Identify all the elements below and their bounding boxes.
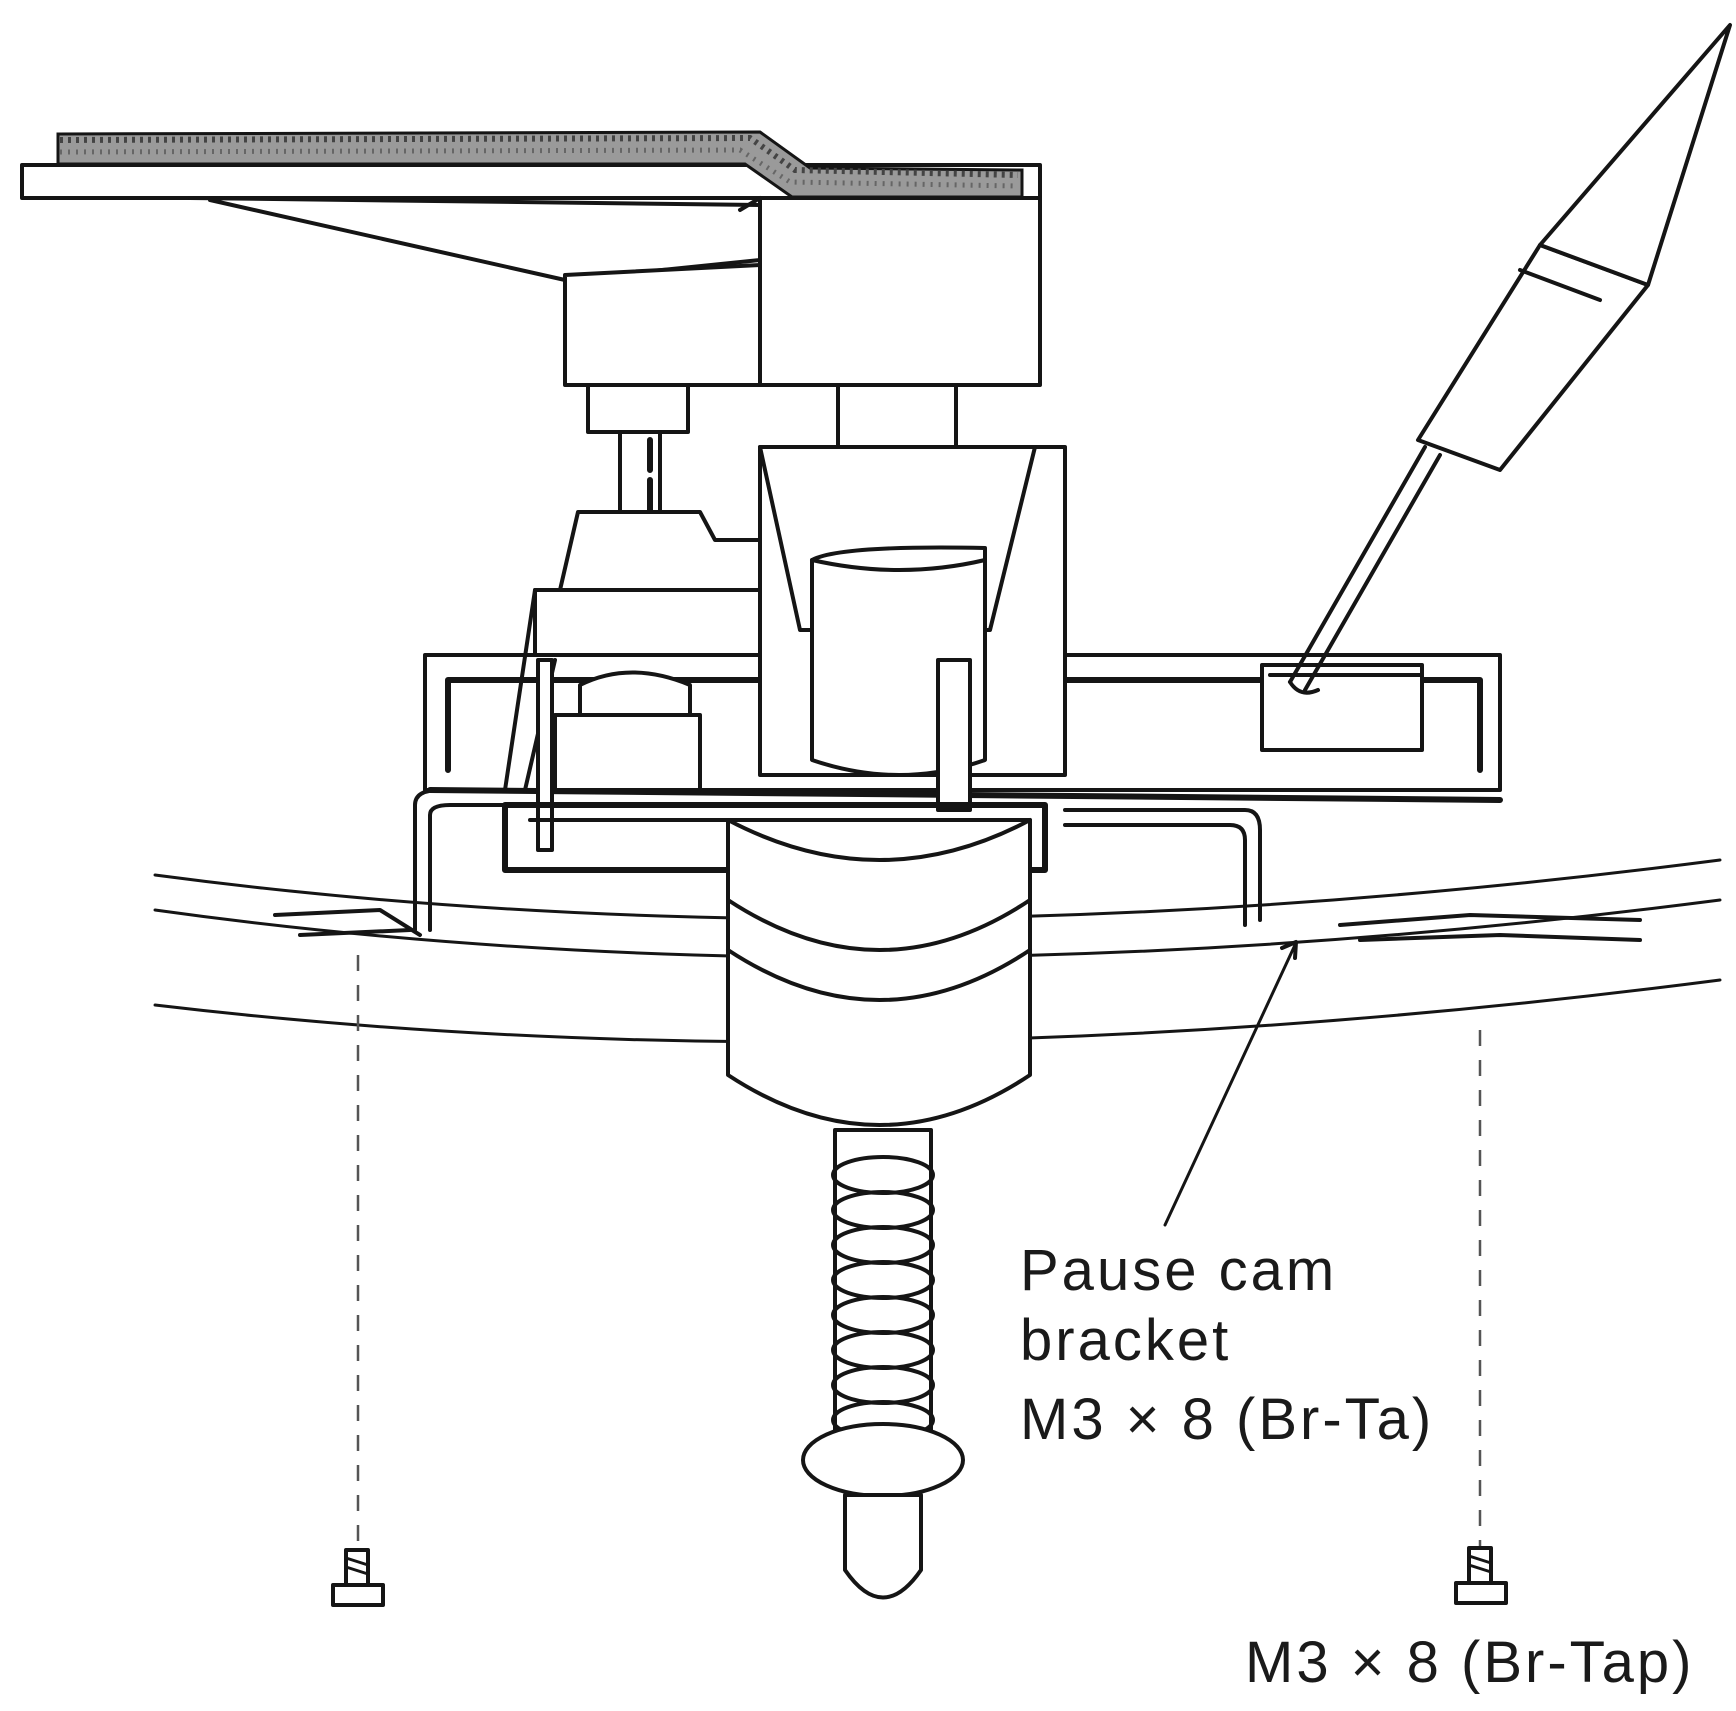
pause-cam-leader-line xyxy=(1163,943,1297,1227)
screw-label-br-tap: M3 × 8 (Br-Tap) xyxy=(1245,1630,1695,1695)
top-lever xyxy=(20,130,1042,387)
screw-label-br-ta: M3 × 8 (Br-Ta) xyxy=(1020,1387,1435,1452)
screwdriver-icon xyxy=(1288,23,1732,695)
cam-housing xyxy=(758,445,1067,812)
screw-icon xyxy=(331,1548,385,1607)
spring-icon xyxy=(801,1128,965,1600)
left-pad xyxy=(553,670,702,792)
pointer-arrow-icon xyxy=(1280,940,1298,960)
mounting-feet xyxy=(413,788,1262,932)
pause-cam-label-line1: Pause cam xyxy=(1020,1238,1338,1303)
cam-cylinder xyxy=(726,818,1032,1127)
screw-icon xyxy=(1454,1546,1508,1605)
pause-cam-label-line2: bracket xyxy=(1020,1308,1232,1373)
